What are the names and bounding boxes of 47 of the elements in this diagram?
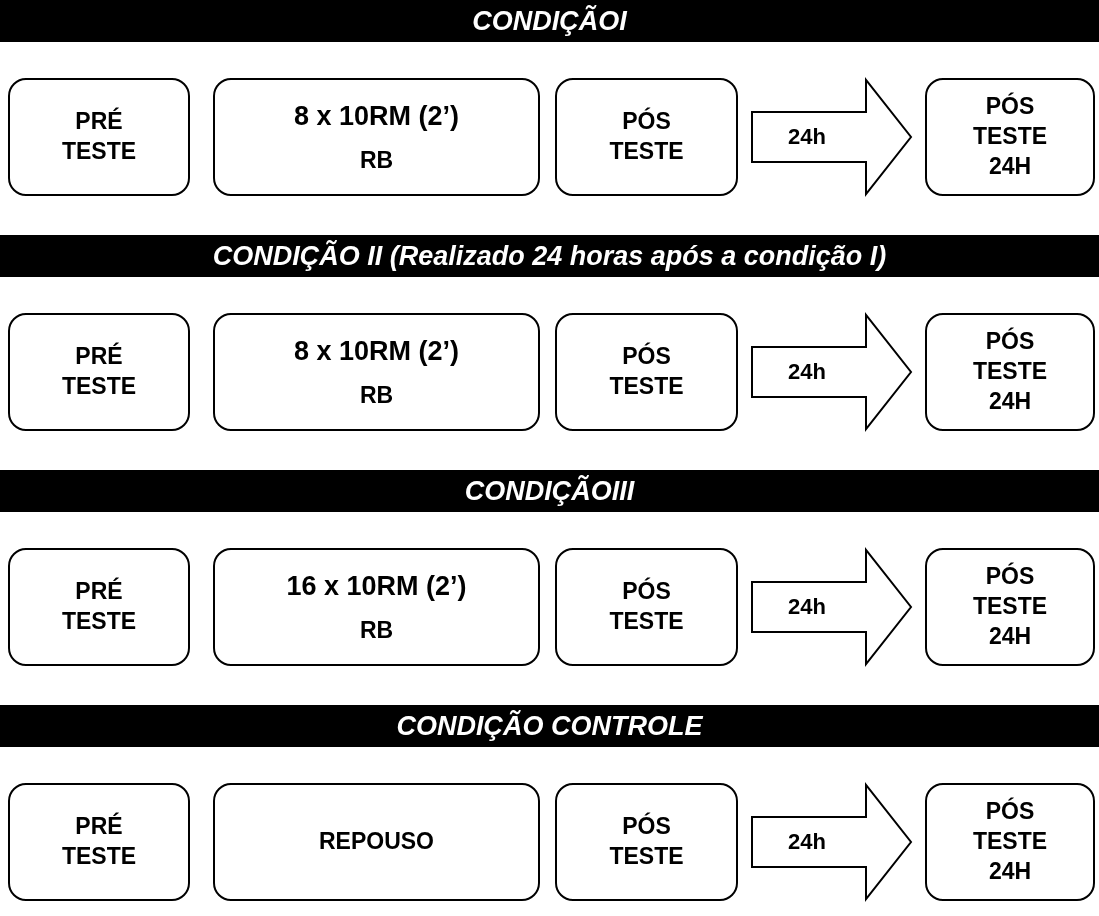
step-text: PÓS TESTE 24H xyxy=(971,797,1049,886)
step-box xyxy=(555,313,738,431)
condition-title: CONDIÇÃO II (Realizado 24 horas após a condição I) xyxy=(212,242,887,270)
step-text: PÓS TESTE xyxy=(609,107,684,166)
step-box xyxy=(925,783,1095,901)
condition-title: CONDIÇÃOI xyxy=(472,7,627,35)
step-text: PRÉ TESTE xyxy=(61,577,137,636)
step-text: PÓS TESTE 24H xyxy=(971,327,1049,416)
block-arrow xyxy=(751,547,913,667)
step-box xyxy=(925,78,1095,196)
step-box xyxy=(925,313,1095,431)
step-text: 16 x 10RM (2’) xyxy=(286,569,467,603)
step-text: PÓS TESTE 24H xyxy=(971,92,1049,181)
step-text: 8 x 10RM (2’) xyxy=(293,334,460,368)
step-box xyxy=(8,78,190,196)
step-text: RB xyxy=(359,380,394,410)
step-text: PÓS TESTE 24H xyxy=(971,562,1049,651)
block-arrow xyxy=(751,77,913,197)
step-box xyxy=(925,548,1095,666)
step-text: 8 x 10RM (2’) xyxy=(293,99,460,133)
step-box xyxy=(213,783,540,901)
header-band xyxy=(0,235,1099,277)
step-text: RB xyxy=(359,615,394,645)
step-text: PÓS TESTE xyxy=(609,342,684,401)
step-text: PRÉ TESTE xyxy=(61,107,137,166)
step-text: PRÉ TESTE xyxy=(61,342,137,401)
step-text: PRÉ TESTE xyxy=(61,812,137,871)
step-box xyxy=(213,313,540,431)
condition-title: CONDIÇÃOIII xyxy=(464,477,635,505)
step-box xyxy=(555,783,738,901)
block-arrow xyxy=(751,782,913,902)
step-text: RB xyxy=(359,145,394,175)
step-box xyxy=(555,548,738,666)
step-box xyxy=(213,548,540,666)
step-text: REPOUSO xyxy=(319,827,434,857)
step-box xyxy=(8,783,190,901)
block-arrow xyxy=(751,312,913,432)
step-box xyxy=(555,78,738,196)
header-band xyxy=(0,0,1099,42)
step-text: PÓS TESTE xyxy=(609,577,684,636)
condition-title: CONDIÇÃO CONTROLE xyxy=(396,712,703,740)
header-band xyxy=(0,470,1099,512)
header-band xyxy=(0,705,1099,747)
step-text: PÓS TESTE xyxy=(609,812,684,871)
step-box xyxy=(8,548,190,666)
step-box xyxy=(8,313,190,431)
step-box xyxy=(213,78,540,196)
